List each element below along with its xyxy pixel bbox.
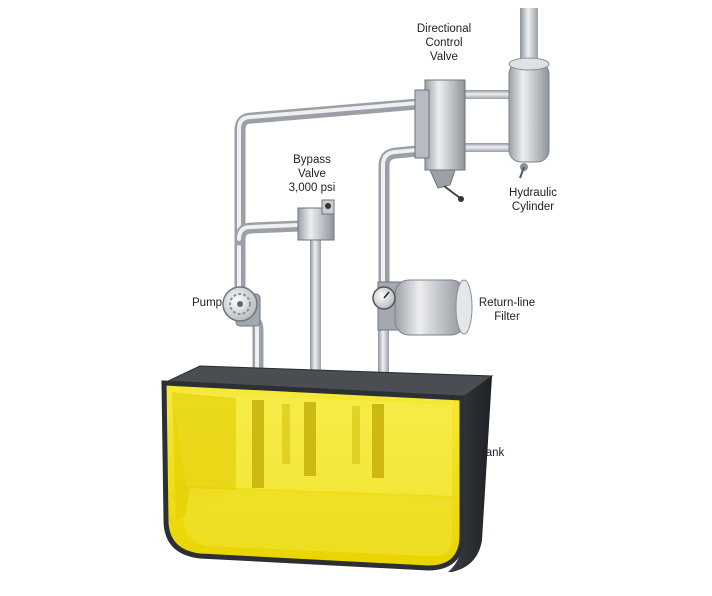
filter-drop xyxy=(378,330,389,383)
pump-label: Pump xyxy=(192,297,223,309)
bypass-drop xyxy=(310,240,321,383)
return-filter-label-line1: Return-line xyxy=(478,297,536,309)
hydraulic-cylinder-label: Hydraulic Cylinder xyxy=(498,186,568,214)
bypass-valve xyxy=(297,199,335,241)
tank-label: Tank xyxy=(480,447,505,459)
hydraulic-cylinder xyxy=(508,8,550,179)
return-line-filter xyxy=(372,279,473,336)
hydraulic-cylinder-label-line2: Cylinder xyxy=(511,201,555,213)
pump xyxy=(222,286,261,327)
cylinder-line-top xyxy=(460,90,520,99)
return-line xyxy=(378,144,434,296)
reservoir-tank xyxy=(161,365,494,572)
return-filter-label: Return-line Filter xyxy=(472,296,542,324)
bypass-valve-label-line3: 3,000 psi xyxy=(288,182,336,194)
hydraulic-cylinder-label-line1: Hydraulic xyxy=(509,187,557,199)
directional-valve-label: Directional Control Valve xyxy=(406,22,482,64)
directional-control-valve xyxy=(414,79,466,202)
piping xyxy=(234,90,520,383)
bypass-valve-label-line2: Valve xyxy=(298,168,326,180)
bypass-valve-label: Bypass Valve 3,000 psi xyxy=(280,153,344,195)
directional-valve-label-line1: Directional xyxy=(416,23,472,35)
return-filter-label-line2: Filter xyxy=(494,311,520,323)
directional-valve-label-line3: Valve xyxy=(430,51,458,63)
bypass-valve-label-line1: Bypass xyxy=(293,154,331,166)
directional-valve-label-line2: Control xyxy=(425,37,463,49)
cylinder-line-bottom xyxy=(460,143,520,152)
pressure-line xyxy=(234,97,436,296)
